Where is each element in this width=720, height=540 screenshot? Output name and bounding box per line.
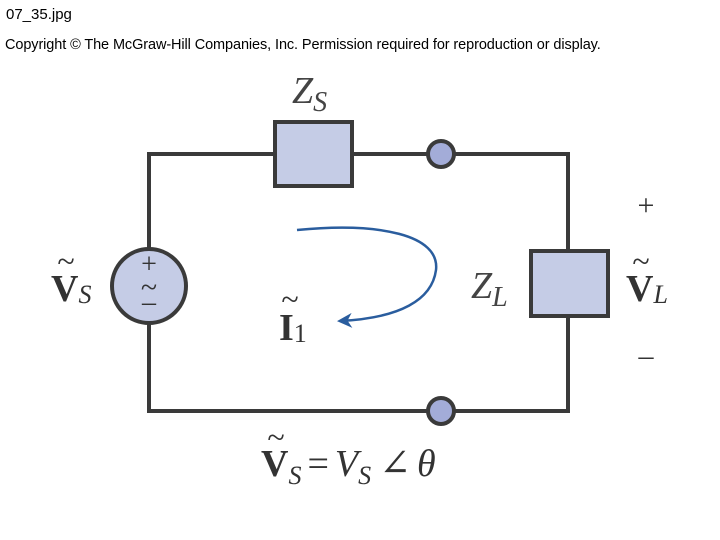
svg-text:I1: I1 [279, 307, 307, 349]
terminal-top [426, 139, 456, 169]
source-voltage-label: ~ VS [51, 243, 91, 310]
current-tilde: ~ [281, 281, 298, 317]
svg-text:VL: VL [626, 268, 668, 310]
load-impedance-label: ZL [471, 265, 508, 313]
source-minus-sign: – [141, 287, 157, 318]
equation-tilde: ~ [267, 419, 284, 455]
source-tilde-sign: ~ [141, 271, 157, 304]
current-direction-arrow [296, 226, 438, 328]
svg-text:VS=VS∠θ: VS=VS∠θ [261, 443, 436, 490]
source-voltage-tilde: ~ [57, 243, 74, 279]
svg-text:VS: VS [51, 268, 91, 310]
load-voltage-label: + ~ VL – [626, 189, 668, 372]
load-voltage-minus: – [638, 339, 655, 372]
filename-label: 07_35.jpg [6, 6, 72, 23]
source-impedance-box [273, 120, 354, 188]
source-plus-sign: + [141, 249, 157, 280]
voltage-source-icon [110, 247, 188, 325]
circuit-wires [147, 152, 570, 413]
current-label: ~ I1 [279, 281, 307, 349]
copyright-notice: Copyright © The McGraw-Hill Companies, I… [5, 37, 601, 53]
load-voltage-plus: + [638, 189, 655, 222]
source-impedance-label: ZS [292, 70, 327, 118]
terminal-bottom [426, 396, 456, 426]
load-impedance-box [529, 249, 610, 318]
load-voltage-tilde: ~ [632, 243, 649, 279]
source-voltage-equation: ~ VS=VS∠θ [261, 419, 436, 490]
